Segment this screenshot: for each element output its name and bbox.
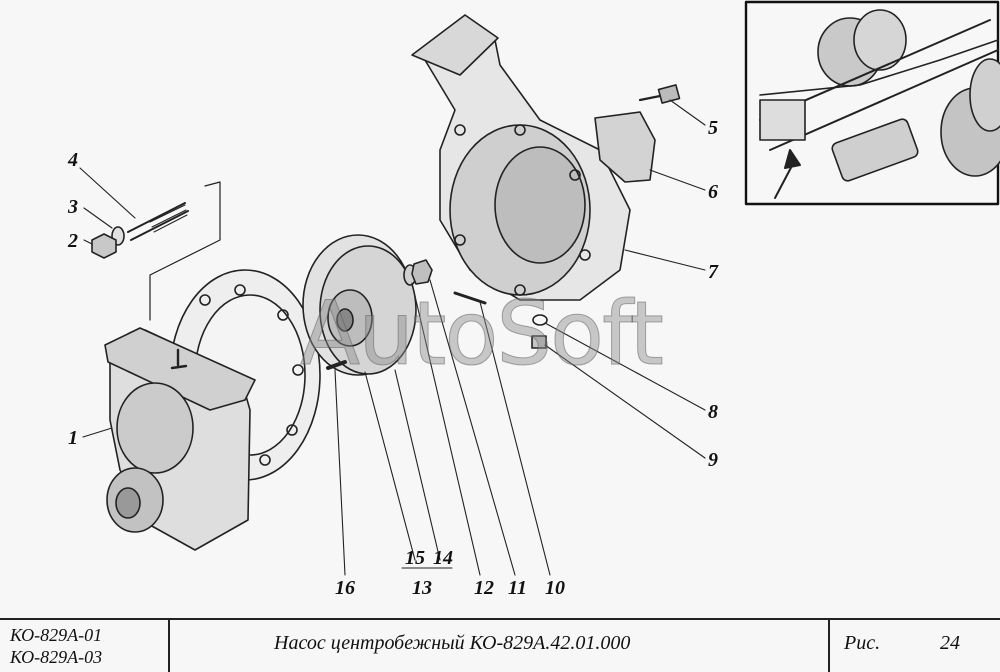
callout-7: 7: [708, 261, 718, 283]
callout-6: 6: [708, 181, 718, 203]
callout-12: 12: [474, 577, 494, 599]
callout-5: 5: [708, 117, 718, 139]
pump-housing: [411, 14, 631, 301]
model-code-1: КО-829А-01: [10, 625, 103, 645]
pulley: [302, 234, 417, 376]
vehicle-location-inset: [744, 0, 1000, 206]
callout-1: 1: [68, 427, 78, 449]
exploded-parts-diagram: [79, 0, 1000, 576]
gearbox-body: [104, 327, 256, 551]
cover-gasket: [594, 111, 656, 183]
callout-10: 10: [545, 577, 565, 599]
callout-4: 4: [68, 149, 78, 171]
leader-lines: [79, 99, 706, 576]
bolt-5: [638, 84, 681, 104]
figure-cell: Рис. 24: [830, 620, 1000, 672]
callout-14: 14: [433, 547, 453, 569]
callout-11: 11: [508, 577, 527, 599]
callout-2: 2: [68, 230, 78, 252]
callout-8: 8: [708, 401, 718, 423]
figure-label: Рис.: [844, 632, 881, 654]
callout-15: 15: [405, 547, 425, 569]
title-cell: Насос центробежный КО-829А.42.01.000: [170, 620, 830, 672]
callout-9: 9: [708, 449, 718, 471]
alignment-line: [149, 181, 221, 321]
figure-number: 24: [940, 632, 960, 654]
callout-16: 16: [335, 577, 355, 599]
model-cell: КО-829А-01 КО-829А-03: [0, 620, 170, 672]
stud-assembly: [91, 202, 189, 259]
callout-13: 13: [412, 577, 432, 599]
impeller-nut: [403, 259, 433, 286]
watermark: AutoSoft: [300, 282, 665, 385]
key-16: [326, 360, 347, 370]
model-code-2: КО-829А-03: [10, 647, 103, 667]
pin-10: [453, 291, 487, 305]
title-block: КО-829А-01 КО-829А-03 Насос центробежный…: [0, 618, 1000, 672]
drawing-title: Насос центробежный КО-829А.42.01.000: [274, 632, 631, 654]
drain-plug: [531, 314, 548, 349]
callout-3: 3: [68, 196, 78, 218]
